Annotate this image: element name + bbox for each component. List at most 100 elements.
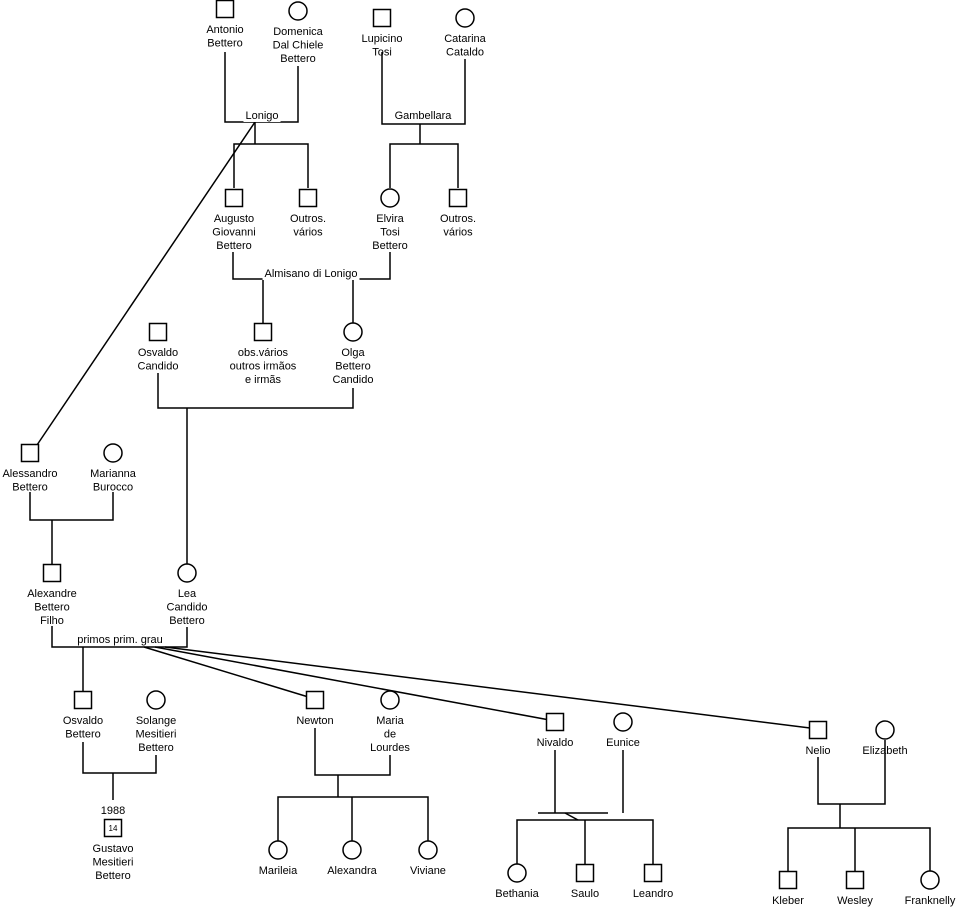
person-franknelly: Franknelly (905, 870, 956, 907)
female-circle-icon (418, 840, 438, 860)
female-circle-icon (177, 563, 197, 583)
person-name-line: Cataldo (446, 47, 484, 59)
person-name-line: Alessandro (2, 468, 57, 480)
male-square-icon (253, 322, 273, 342)
person-wesley: Wesley (837, 870, 873, 907)
male-square-icon (305, 690, 325, 710)
person-name-line: Tosi (372, 47, 392, 59)
person-name-line: Bettero (34, 602, 69, 614)
person-name-line: Franknelly (905, 895, 956, 907)
female-circle-icon (875, 720, 895, 740)
union-place-text: Gambellara (395, 110, 453, 122)
person-marileia: Marileia (259, 840, 298, 877)
person-elizabeth: Elizabeth (862, 720, 908, 757)
person-name-line: Leandro (633, 888, 673, 900)
person-leandro: Leandro (633, 863, 673, 900)
person-name-line: Mesitieri (136, 729, 177, 741)
person-name-line: obs.vários (238, 347, 289, 359)
person-name-line: Tosi (380, 227, 400, 239)
person-saulo: Saulo (571, 863, 599, 900)
person-name-line: Solange (136, 715, 176, 727)
female-circle-icon (507, 863, 527, 883)
female-circle-icon (380, 188, 400, 208)
person-name-line: Catarina (444, 33, 486, 45)
person-newton: Newton (296, 690, 334, 727)
person-name-line: Augusto (214, 213, 254, 225)
person-name-line: Burocco (93, 482, 133, 494)
person-name-line: Maria (376, 715, 404, 727)
female-circle-icon (146, 690, 166, 710)
female-circle-icon (380, 690, 400, 710)
person-name-line: Gustavo (93, 843, 134, 855)
person-name-line: Bettero (216, 240, 251, 252)
person-name-line: Mesitieri (93, 857, 134, 869)
person-nelio: Nelio (805, 720, 831, 757)
male-square-icon (148, 322, 168, 342)
person-name-line: Alexandra (327, 865, 377, 877)
person-name-line: e irmãs (245, 374, 282, 386)
person-name-line: Bettero (138, 742, 173, 754)
male-square-icon (845, 870, 865, 890)
person-bethania: Bethania (495, 863, 540, 900)
person-viviane: Viviane (410, 840, 446, 877)
male-square-icon (73, 690, 93, 710)
person-name-line: Bettero (169, 615, 204, 627)
person-name-line: Marianna (90, 468, 137, 480)
union-place-text: Almisano di Lonigo (265, 268, 358, 280)
person-name-line: Dal Chiele (273, 40, 324, 52)
person-name-line: Bettero (12, 482, 47, 494)
person-name-line: Wesley (837, 895, 873, 907)
birth-year-label: 1988 (101, 805, 125, 817)
person-name-line: Alexandre (27, 588, 77, 600)
female-circle-icon (342, 840, 362, 860)
person-name-line: Bettero (335, 361, 370, 373)
male-square-icon (224, 188, 244, 208)
person-name-line: Candido (167, 602, 208, 614)
person-name-line: Bettero (280, 53, 315, 65)
female-circle-icon (613, 712, 633, 732)
person-name-line: Elizabeth (862, 745, 907, 757)
person-outros2: Outros.vários (440, 188, 476, 239)
union-label-primos: primos prim. grau (75, 634, 165, 646)
female-circle-icon (920, 870, 940, 890)
male-square-icon (42, 563, 62, 583)
female-circle-icon (288, 1, 308, 21)
person-name-line: Bethania (495, 888, 539, 900)
person-name-line: Antonio (206, 24, 243, 36)
person-name-line: Olga (341, 347, 365, 359)
person-name-line: Lea (178, 588, 197, 600)
person-name-line: Nelio (805, 745, 830, 757)
person-eunice: Eunice (606, 712, 640, 749)
person-alexandra: Alexandra (327, 840, 378, 877)
male-square-icon (643, 863, 663, 883)
person-name-line: Eunice (606, 737, 640, 749)
age-label: 14 (109, 824, 118, 833)
male-square-icon (215, 0, 235, 19)
male-square-icon (778, 870, 798, 890)
person-name-line: Candido (138, 361, 179, 373)
person-kleber: Kleber (772, 870, 804, 907)
union-place-text: Lonigo (245, 110, 278, 122)
person-outros1: Outros.vários (290, 188, 326, 239)
male-square-icon (808, 720, 828, 740)
person-name-line: Bettero (372, 240, 407, 252)
person-name-line: Domenica (273, 26, 323, 38)
union-label-gambellara: Gambellara (392, 110, 455, 122)
person-name-line: Osvaldo (63, 715, 103, 727)
connector-lines (29, 52, 931, 871)
person-name-line: vários (443, 227, 473, 239)
